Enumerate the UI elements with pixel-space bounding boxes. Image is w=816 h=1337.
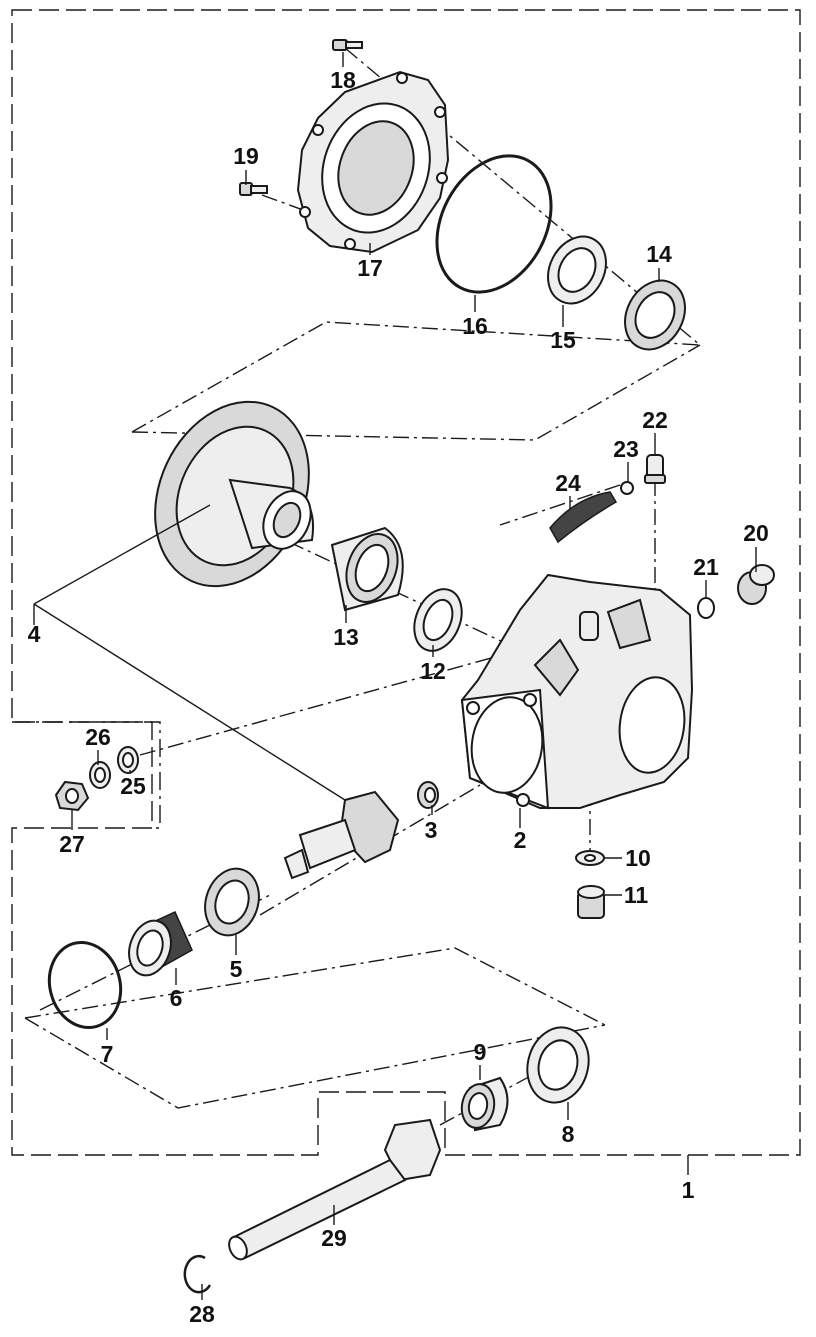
washer-10 — [575, 850, 605, 866]
callout-2: 2 — [514, 827, 527, 853]
callout-14: 14 — [646, 241, 672, 267]
clip-23 — [620, 481, 634, 495]
callout-24: 24 — [555, 470, 581, 496]
bolt-18 — [332, 39, 363, 51]
callout-22: 22 — [642, 407, 668, 433]
snap-ring-28 — [183, 1254, 212, 1294]
breather-22 — [644, 454, 666, 484]
callout-28: 28 — [189, 1301, 215, 1327]
washer-25 — [117, 746, 139, 774]
callout-7: 7 — [101, 1041, 114, 1067]
pinion-gear — [283, 790, 400, 880]
callout-29: 29 — [321, 1225, 347, 1251]
callout-10: 10 — [625, 845, 651, 871]
sub-boundary-25-27 — [12, 721, 161, 829]
callout-16: 16 — [462, 313, 488, 339]
gear-housing — [460, 573, 694, 810]
callout-5: 5 — [230, 956, 243, 982]
bearing-14 — [624, 279, 686, 351]
ring-gear — [154, 400, 314, 588]
bolt-19 — [239, 182, 268, 196]
leader-lines — [33, 52, 757, 1300]
cover-plate — [296, 70, 450, 254]
callout-11: 11 — [624, 882, 649, 908]
bearing-9 — [460, 1076, 509, 1132]
callout-3: 3 — [425, 817, 438, 843]
callout-8: 8 — [562, 1121, 575, 1147]
callout-27: 27 — [59, 831, 85, 857]
callout-18: 18 — [330, 67, 356, 93]
roller-bearing-6 — [128, 911, 193, 977]
callout-4: 4 — [28, 621, 41, 647]
callout-19: 19 — [233, 143, 259, 169]
plug-20 — [737, 564, 775, 605]
needle-bearing-13 — [330, 526, 404, 612]
callout-26: 26 — [85, 724, 111, 750]
bearing-5 — [204, 867, 260, 937]
seal-12 — [413, 588, 463, 652]
callout-1: 1 — [682, 1177, 695, 1203]
callout-6: 6 — [170, 985, 183, 1011]
seal-15 — [547, 235, 607, 305]
seal-8 — [526, 1026, 590, 1104]
callout-9: 9 — [474, 1039, 487, 1065]
callouts: 1 2 3 4 5 6 7 8 9 10 11 12 13 14 15 16 1… — [28, 67, 769, 1327]
o-ring-7 — [47, 940, 123, 1030]
flange-nut-27 — [54, 780, 90, 812]
callout-23: 23 — [613, 436, 639, 462]
washer-26 — [89, 761, 111, 789]
callout-15: 15 — [550, 327, 576, 353]
o-ring-21 — [697, 597, 715, 619]
callout-25: 25 — [120, 773, 146, 799]
hose-24 — [549, 491, 618, 544]
callout-13: 13 — [333, 624, 359, 650]
plug-11 — [577, 885, 605, 919]
o-ring-16 — [435, 154, 553, 294]
callout-21: 21 — [693, 554, 719, 580]
callout-12: 12 — [420, 658, 446, 684]
callout-17: 17 — [357, 255, 383, 281]
bushing-3 — [417, 781, 439, 809]
output-shaft-29 — [228, 1118, 442, 1261]
callout-20: 20 — [743, 520, 769, 546]
